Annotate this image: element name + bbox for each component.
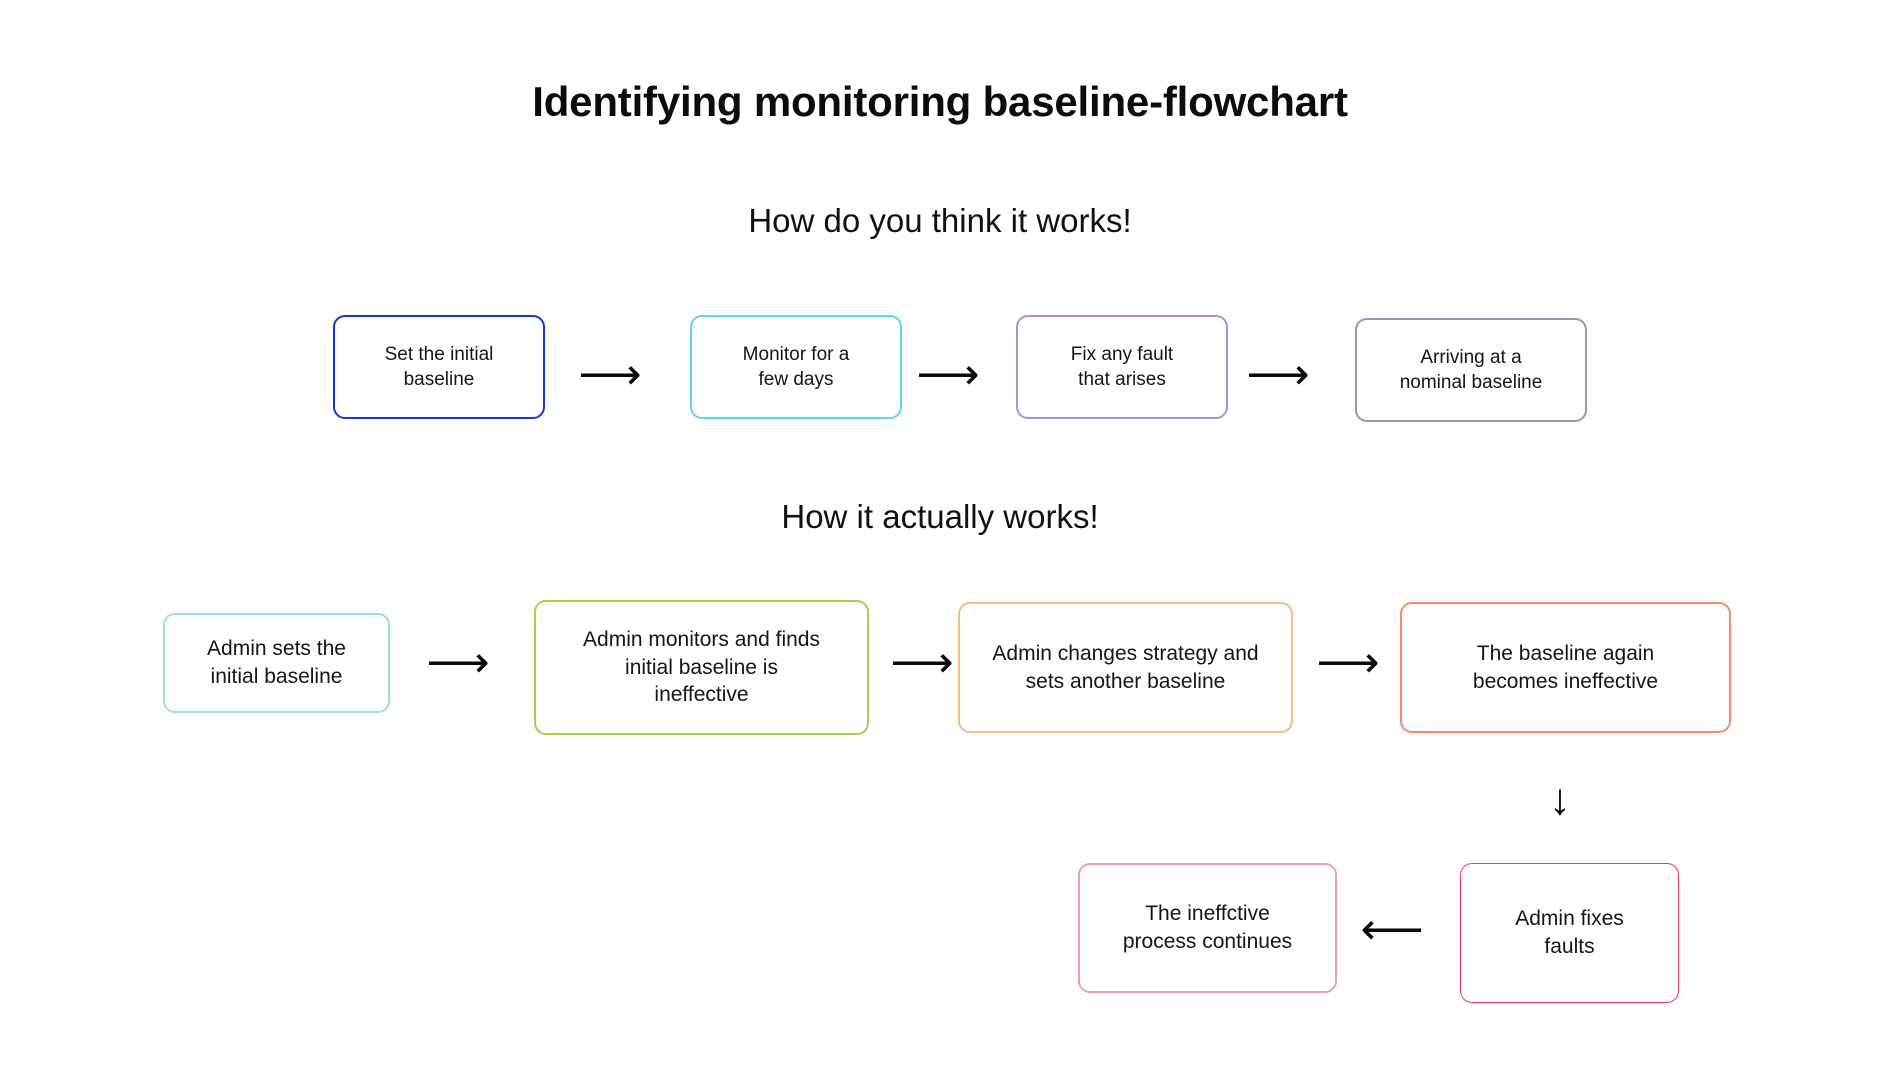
- node-admin-sets-initial-baseline[interactable]: Admin sets the initial baseline: [163, 613, 390, 713]
- arrow-right-icon: ⟶: [426, 638, 490, 687]
- arrow-down-icon: ↓: [1549, 775, 1571, 824]
- node-baseline-again-ineffective[interactable]: The baseline again becomes ineffective: [1400, 602, 1731, 733]
- arrow-right-icon: ⟶: [578, 350, 642, 399]
- node-ineffective-process-continues[interactable]: The ineffctive process continues: [1078, 863, 1337, 993]
- arrow-right-icon: ⟶: [1316, 638, 1380, 687]
- page-title: Identifying monitoring baseline-flowchar…: [532, 78, 1348, 125]
- node-fix-any-fault[interactable]: Fix any fault that arises: [1016, 315, 1228, 419]
- node-monitor-few-days[interactable]: Monitor for a few days: [690, 315, 902, 419]
- node-arriving-nominal-baseline[interactable]: Arriving at a nominal baseline: [1355, 318, 1587, 422]
- node-admin-fixes-faults[interactable]: Admin fixes faults: [1460, 863, 1679, 1003]
- arrow-right-icon: ⟶: [890, 638, 954, 687]
- arrow-right-icon: ⟶: [916, 350, 980, 399]
- node-set-initial-baseline[interactable]: Set the initial baseline: [333, 315, 545, 419]
- section-heading-reality: How it actually works!: [781, 498, 1099, 535]
- node-admin-changes-strategy[interactable]: Admin changes strategy and sets another …: [958, 602, 1293, 733]
- section-heading-expectation: How do you think it works!: [748, 202, 1132, 239]
- arrow-right-icon: ⟶: [1246, 350, 1310, 399]
- node-admin-monitors-finds-ineffective[interactable]: Admin monitors and finds initial baselin…: [534, 600, 869, 735]
- arrow-left-icon: ⟵: [1360, 905, 1424, 954]
